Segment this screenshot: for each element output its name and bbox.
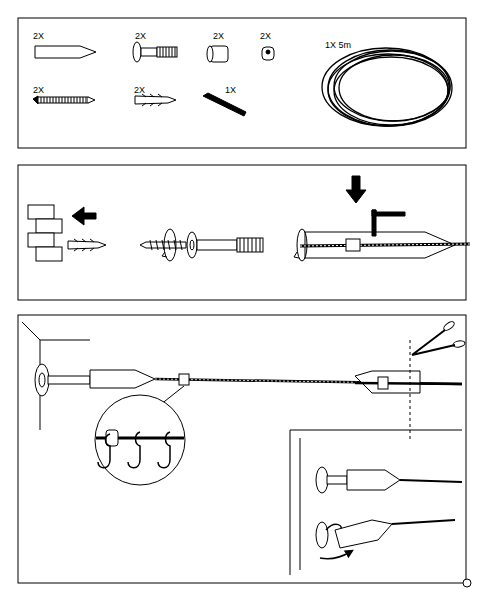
thread-lines [41, 97, 86, 103]
quantity-label: 1X 5m [325, 40, 351, 50]
rotation-arrowhead [294, 252, 299, 258]
eye-bolt-disc [35, 364, 49, 396]
set-screw [266, 50, 270, 54]
eye-bolt-disc [316, 522, 328, 548]
eye-bolt-shaft [141, 48, 157, 56]
set-ring [346, 239, 360, 251]
thread-lines [150, 240, 182, 250]
rotation-arrow [164, 229, 176, 261]
eye-bolt-hole [190, 240, 194, 250]
dowel-fins [74, 239, 94, 251]
eye-bolt-disc [187, 232, 197, 258]
eye-bolt-thread [157, 47, 177, 57]
quantity-label: 2X [135, 31, 146, 41]
end-piece [335, 520, 392, 548]
scissors [412, 320, 465, 355]
wire-coil [322, 48, 452, 126]
allen-key [372, 210, 376, 236]
push-arrow [72, 207, 96, 225]
eye-bolt-hole [39, 373, 45, 387]
wall-dowel [135, 96, 176, 104]
set-ring [378, 377, 388, 389]
panel-frame [18, 165, 466, 300]
allen-key [203, 93, 246, 116]
screw-head [33, 96, 38, 104]
wire-stopper [179, 374, 189, 385]
dowel-fins [142, 94, 162, 106]
panel-frame [18, 315, 466, 583]
inset-frame [290, 430, 462, 575]
rotation-arrow [297, 229, 307, 261]
quantity-label: 2X [134, 85, 145, 95]
wire-stopper [106, 430, 118, 446]
quantity-label: 1X [225, 85, 236, 95]
end-piece [90, 370, 155, 388]
set-ring [262, 47, 274, 60]
stopper-face [207, 46, 213, 62]
wire-strands [300, 244, 470, 246]
eye-bolt-disc [133, 42, 141, 62]
screw-tip [88, 97, 95, 103]
quantity-label: 2X [213, 31, 224, 41]
eye-bolt-shaft [197, 240, 237, 250]
panel-frame [18, 18, 466, 148]
push-arrow [346, 176, 366, 203]
quantity-label: 2X [33, 31, 44, 41]
wire [355, 383, 462, 384]
wall-bricks [28, 205, 62, 261]
eye-bolt-shaft [327, 476, 347, 484]
wall-dowel [68, 241, 106, 249]
wall-corner [22, 322, 90, 430]
quantity-label: 2X [260, 31, 271, 41]
wire [400, 480, 462, 482]
wire [300, 244, 470, 246]
end-piece [347, 470, 400, 490]
cut-line [410, 340, 411, 440]
rotation-arrowhead [162, 252, 167, 257]
eye-bolt-shaft [48, 376, 90, 384]
detail-circle [95, 395, 185, 485]
curtain-hooks [98, 432, 170, 468]
thread-lines [160, 47, 175, 57]
allen-key [372, 210, 405, 216]
eye-bolt-disc [316, 467, 328, 493]
page-mark [463, 579, 471, 587]
wire [392, 520, 455, 524]
eye-bolt-thread [237, 238, 263, 252]
end-cap [35, 46, 96, 58]
screw-body [38, 97, 88, 103]
motion-arrow [320, 552, 350, 559]
quantity-label: 2X [33, 85, 44, 95]
thread-lines [240, 238, 260, 252]
